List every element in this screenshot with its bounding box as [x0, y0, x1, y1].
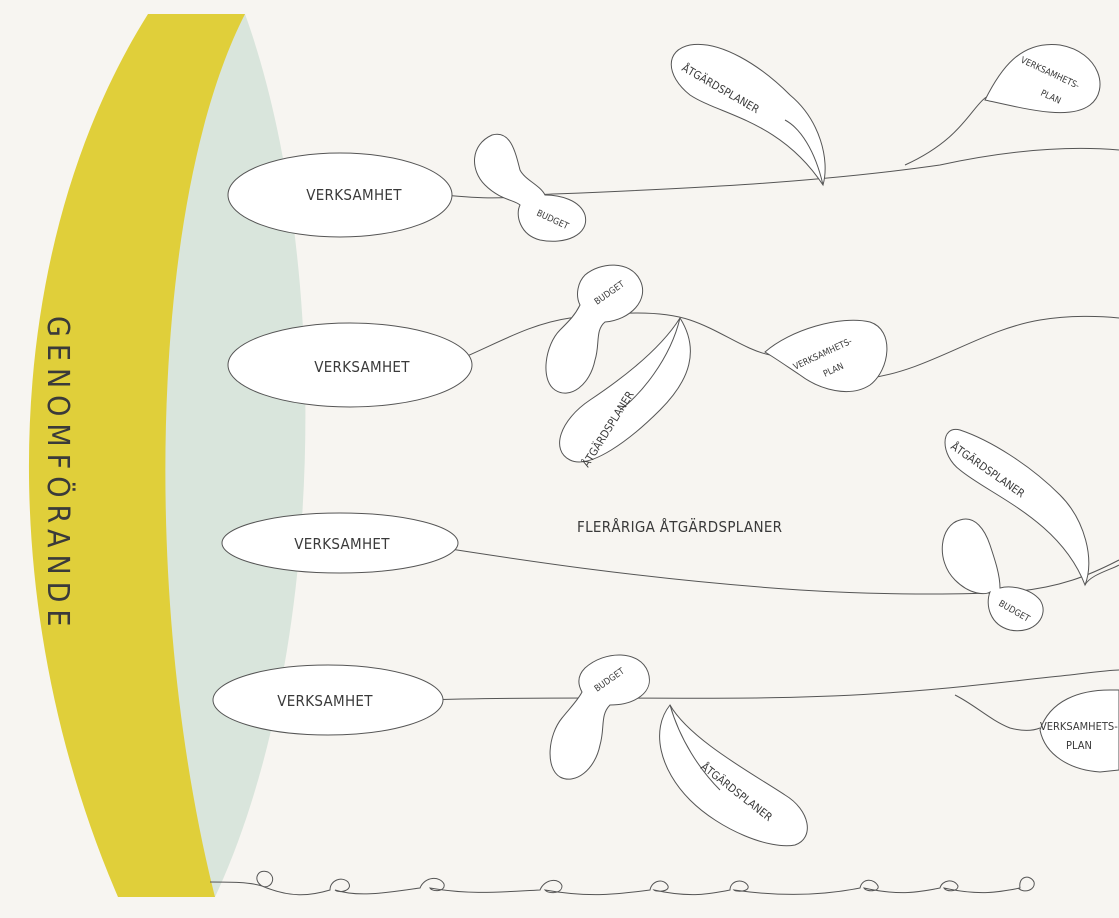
- budget-pod: [545, 264, 643, 394]
- verksamhet-label: VERKSAMHET: [314, 358, 410, 376]
- row-1: VERKSAMHET BUDGET ÅTGÄRDSPLANER VERKSAMH…: [227, 43, 1119, 242]
- atgardsplaner-leaf: [659, 704, 808, 847]
- verksamhetsplan-leaf: [984, 43, 1101, 114]
- verksamhet-label: VERKSAMHET: [294, 535, 390, 553]
- atgardsplaner-leaf: [944, 429, 1090, 587]
- verksamhetsplan-label-1: VERKSAMHETS-: [1040, 720, 1118, 733]
- verksamhetsplan-label-2: PLAN: [1066, 739, 1092, 752]
- genomforande-title: GENOMFÖRANDE: [40, 316, 76, 633]
- verksamhetsplan-leaf: [764, 319, 888, 393]
- row-2: VERKSAMHET BUDGET ÅTGÄRDSPLANER VERKSAMH…: [227, 264, 1119, 470]
- flerariga-atgardsplaner-label: FLERÅRIGA ÅTGÄRDSPLANER: [577, 517, 782, 536]
- timeline-curl: [209, 870, 1035, 896]
- budget-pod: [941, 518, 1044, 632]
- verksamhet-label: VERKSAMHET: [277, 692, 373, 710]
- verksamhet-node: [212, 664, 444, 736]
- budget-pod: [474, 133, 587, 242]
- verksamhet-node: [227, 322, 473, 408]
- verksamhet-node: [227, 152, 453, 238]
- verksamhet-node: [221, 512, 459, 574]
- atgardsplaner-leaf: [670, 43, 826, 187]
- budget-pod: [549, 654, 650, 780]
- atgardsplaner-leaf: [559, 317, 691, 463]
- row-4: VERKSAMHET BUDGET ÅTGÄRDSPLANER VERKSAMH…: [212, 654, 1119, 847]
- verksamhetsplan-leaf: [1039, 689, 1119, 773]
- verksamhet-label: VERKSAMHET: [306, 186, 402, 204]
- genomforande-arc: [28, 14, 246, 897]
